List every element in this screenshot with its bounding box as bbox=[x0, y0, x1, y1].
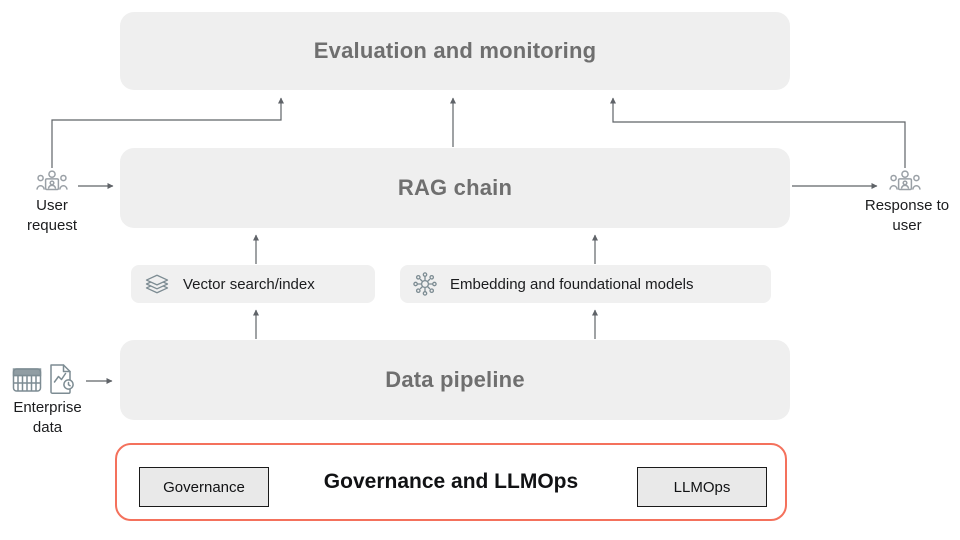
llmops-box-label: LLMOps bbox=[673, 478, 731, 496]
governance-box: Governance bbox=[139, 467, 269, 507]
user-request-icon bbox=[36, 168, 68, 199]
governance-llmops-title: Governance and LLMOps bbox=[323, 470, 579, 493]
response-to-user-label: Response to user bbox=[864, 197, 950, 234]
vector-search-label: Vector search/index bbox=[183, 275, 315, 293]
vector-search-box: Vector search/index bbox=[131, 265, 375, 303]
rag-chain-label: RAG chain bbox=[397, 175, 513, 200]
evaluation-monitoring-label: Evaluation and monitoring bbox=[313, 38, 597, 63]
embedding-models-label: Embedding and foundational models bbox=[450, 275, 694, 293]
governance-box-label: Governance bbox=[163, 478, 245, 496]
layers-icon bbox=[143, 271, 171, 297]
llmops-box: LLMOps bbox=[637, 467, 767, 507]
data-pipeline-label: Data pipeline bbox=[385, 367, 525, 392]
governance-llmops-container: Governance Governance and LLMOps LLMOps bbox=[115, 443, 787, 521]
enterprise-data-label: Enterprise data bbox=[13, 399, 82, 436]
report-chart-icon bbox=[46, 363, 76, 400]
embedding-models-box: Embedding and foundational models bbox=[400, 265, 771, 303]
ai-network-icon bbox=[412, 271, 438, 297]
rag-chain-box: RAG chain bbox=[120, 148, 790, 228]
response-to-user-icon bbox=[889, 168, 921, 199]
table-icon bbox=[12, 366, 42, 399]
user-request-label: User request bbox=[26, 197, 78, 234]
data-pipeline-box: Data pipeline bbox=[120, 340, 790, 420]
evaluation-monitoring-box: Evaluation and monitoring bbox=[120, 12, 790, 90]
